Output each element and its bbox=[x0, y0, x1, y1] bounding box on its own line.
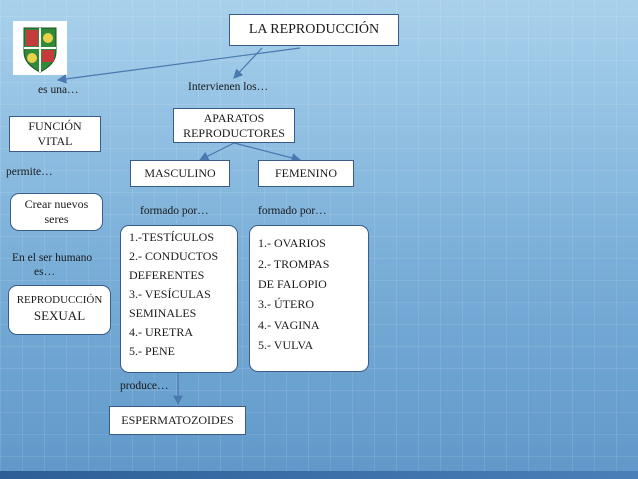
intervienen-label: Intervienen los… bbox=[188, 81, 269, 93]
reproduccion-label: REPRODUCCIÓN bbox=[16, 294, 103, 306]
masculino-box: MASCULINO bbox=[130, 160, 230, 187]
sexual-label: SEXUAL bbox=[33, 307, 86, 323]
masculino-item: DEFERENTES bbox=[129, 268, 205, 282]
crear-line1: Crear nuevos bbox=[24, 197, 89, 211]
aparatos-line2: REPRODUCTORES bbox=[183, 126, 285, 140]
masculino-label: MASCULINO bbox=[144, 166, 216, 180]
femenino-item: 3.- ÚTERO bbox=[258, 297, 314, 311]
masculino-item: 5.- PENE bbox=[129, 344, 175, 358]
aparatos-line1: APARATOS bbox=[203, 111, 265, 125]
permite-label: permite… bbox=[6, 166, 53, 178]
crear-seres-box: Crear nuevos seres bbox=[10, 193, 103, 231]
femenino-label: FEMENINO bbox=[275, 166, 337, 180]
femenino-list-box: 1.- OVARIOS 2.- TROMPAS DE FALOPIO 3.- Ú… bbox=[249, 225, 369, 372]
formado-femenino-label: formado por… bbox=[258, 205, 327, 217]
connector-title-to-funcion bbox=[56, 47, 301, 84]
crear-line2: seres bbox=[44, 212, 69, 226]
femenino-item: DE FALOPIO bbox=[258, 277, 327, 291]
bottom-strip bbox=[0, 471, 638, 479]
school-crest-icon bbox=[12, 20, 68, 76]
ser-humano-line1: En el ser humano bbox=[12, 252, 93, 264]
funcion-vital-line2: VITAL bbox=[37, 134, 73, 148]
reproduccion-sexual-box: REPRODUCCIÓN SEXUAL bbox=[8, 285, 111, 335]
masculino-item: 4.- URETRA bbox=[129, 325, 193, 339]
funcion-vital-line1: FUNCIÓN bbox=[28, 119, 82, 133]
connector-title-to-aparatos bbox=[233, 47, 263, 79]
funcion-vital-box: FUNCIÓN VITAL bbox=[9, 116, 101, 152]
masculino-list-box: 1.-TESTÍCULOS 2.- CONDUCTOS DEFERENTES 3… bbox=[120, 225, 238, 373]
produce-label: produce… bbox=[120, 380, 169, 392]
ser-humano-line2: es… bbox=[34, 265, 56, 278]
masculino-item: 2.- CONDUCTOS bbox=[129, 249, 219, 263]
espermatozoides-label: ESPERMATOZOIDES bbox=[121, 413, 234, 427]
masculino-item: 1.-TESTÍCULOS bbox=[129, 230, 214, 244]
masculino-item: 3.- VESÍCULAS bbox=[129, 287, 211, 301]
aparatos-box: APARATOS REPRODUCTORES bbox=[173, 108, 295, 143]
es-una-label: es una… bbox=[38, 84, 79, 96]
title-box: LA REPRODUCCIÓN bbox=[229, 14, 399, 46]
espermatozoides-box: ESPERMATOZOIDES bbox=[109, 406, 246, 435]
femenino-item: 1.- OVARIOS bbox=[258, 236, 326, 250]
femenino-item: 4.- VAGINA bbox=[258, 318, 320, 332]
femenino-item: 5.- VULVA bbox=[258, 338, 314, 352]
femenino-box: FEMENINO bbox=[258, 160, 354, 187]
page-title: LA REPRODUCCIÓN bbox=[248, 22, 380, 37]
masculino-item: SEMINALES bbox=[129, 306, 197, 320]
connector-aparatos-to-masculino bbox=[198, 142, 235, 161]
ser-humano-label: En el ser humano es… bbox=[12, 252, 92, 280]
formado-masculino-label: formado por… bbox=[140, 205, 209, 217]
connector-aparatos-to-femenino bbox=[233, 142, 302, 163]
femenino-item: 2.- TROMPAS bbox=[258, 257, 330, 271]
